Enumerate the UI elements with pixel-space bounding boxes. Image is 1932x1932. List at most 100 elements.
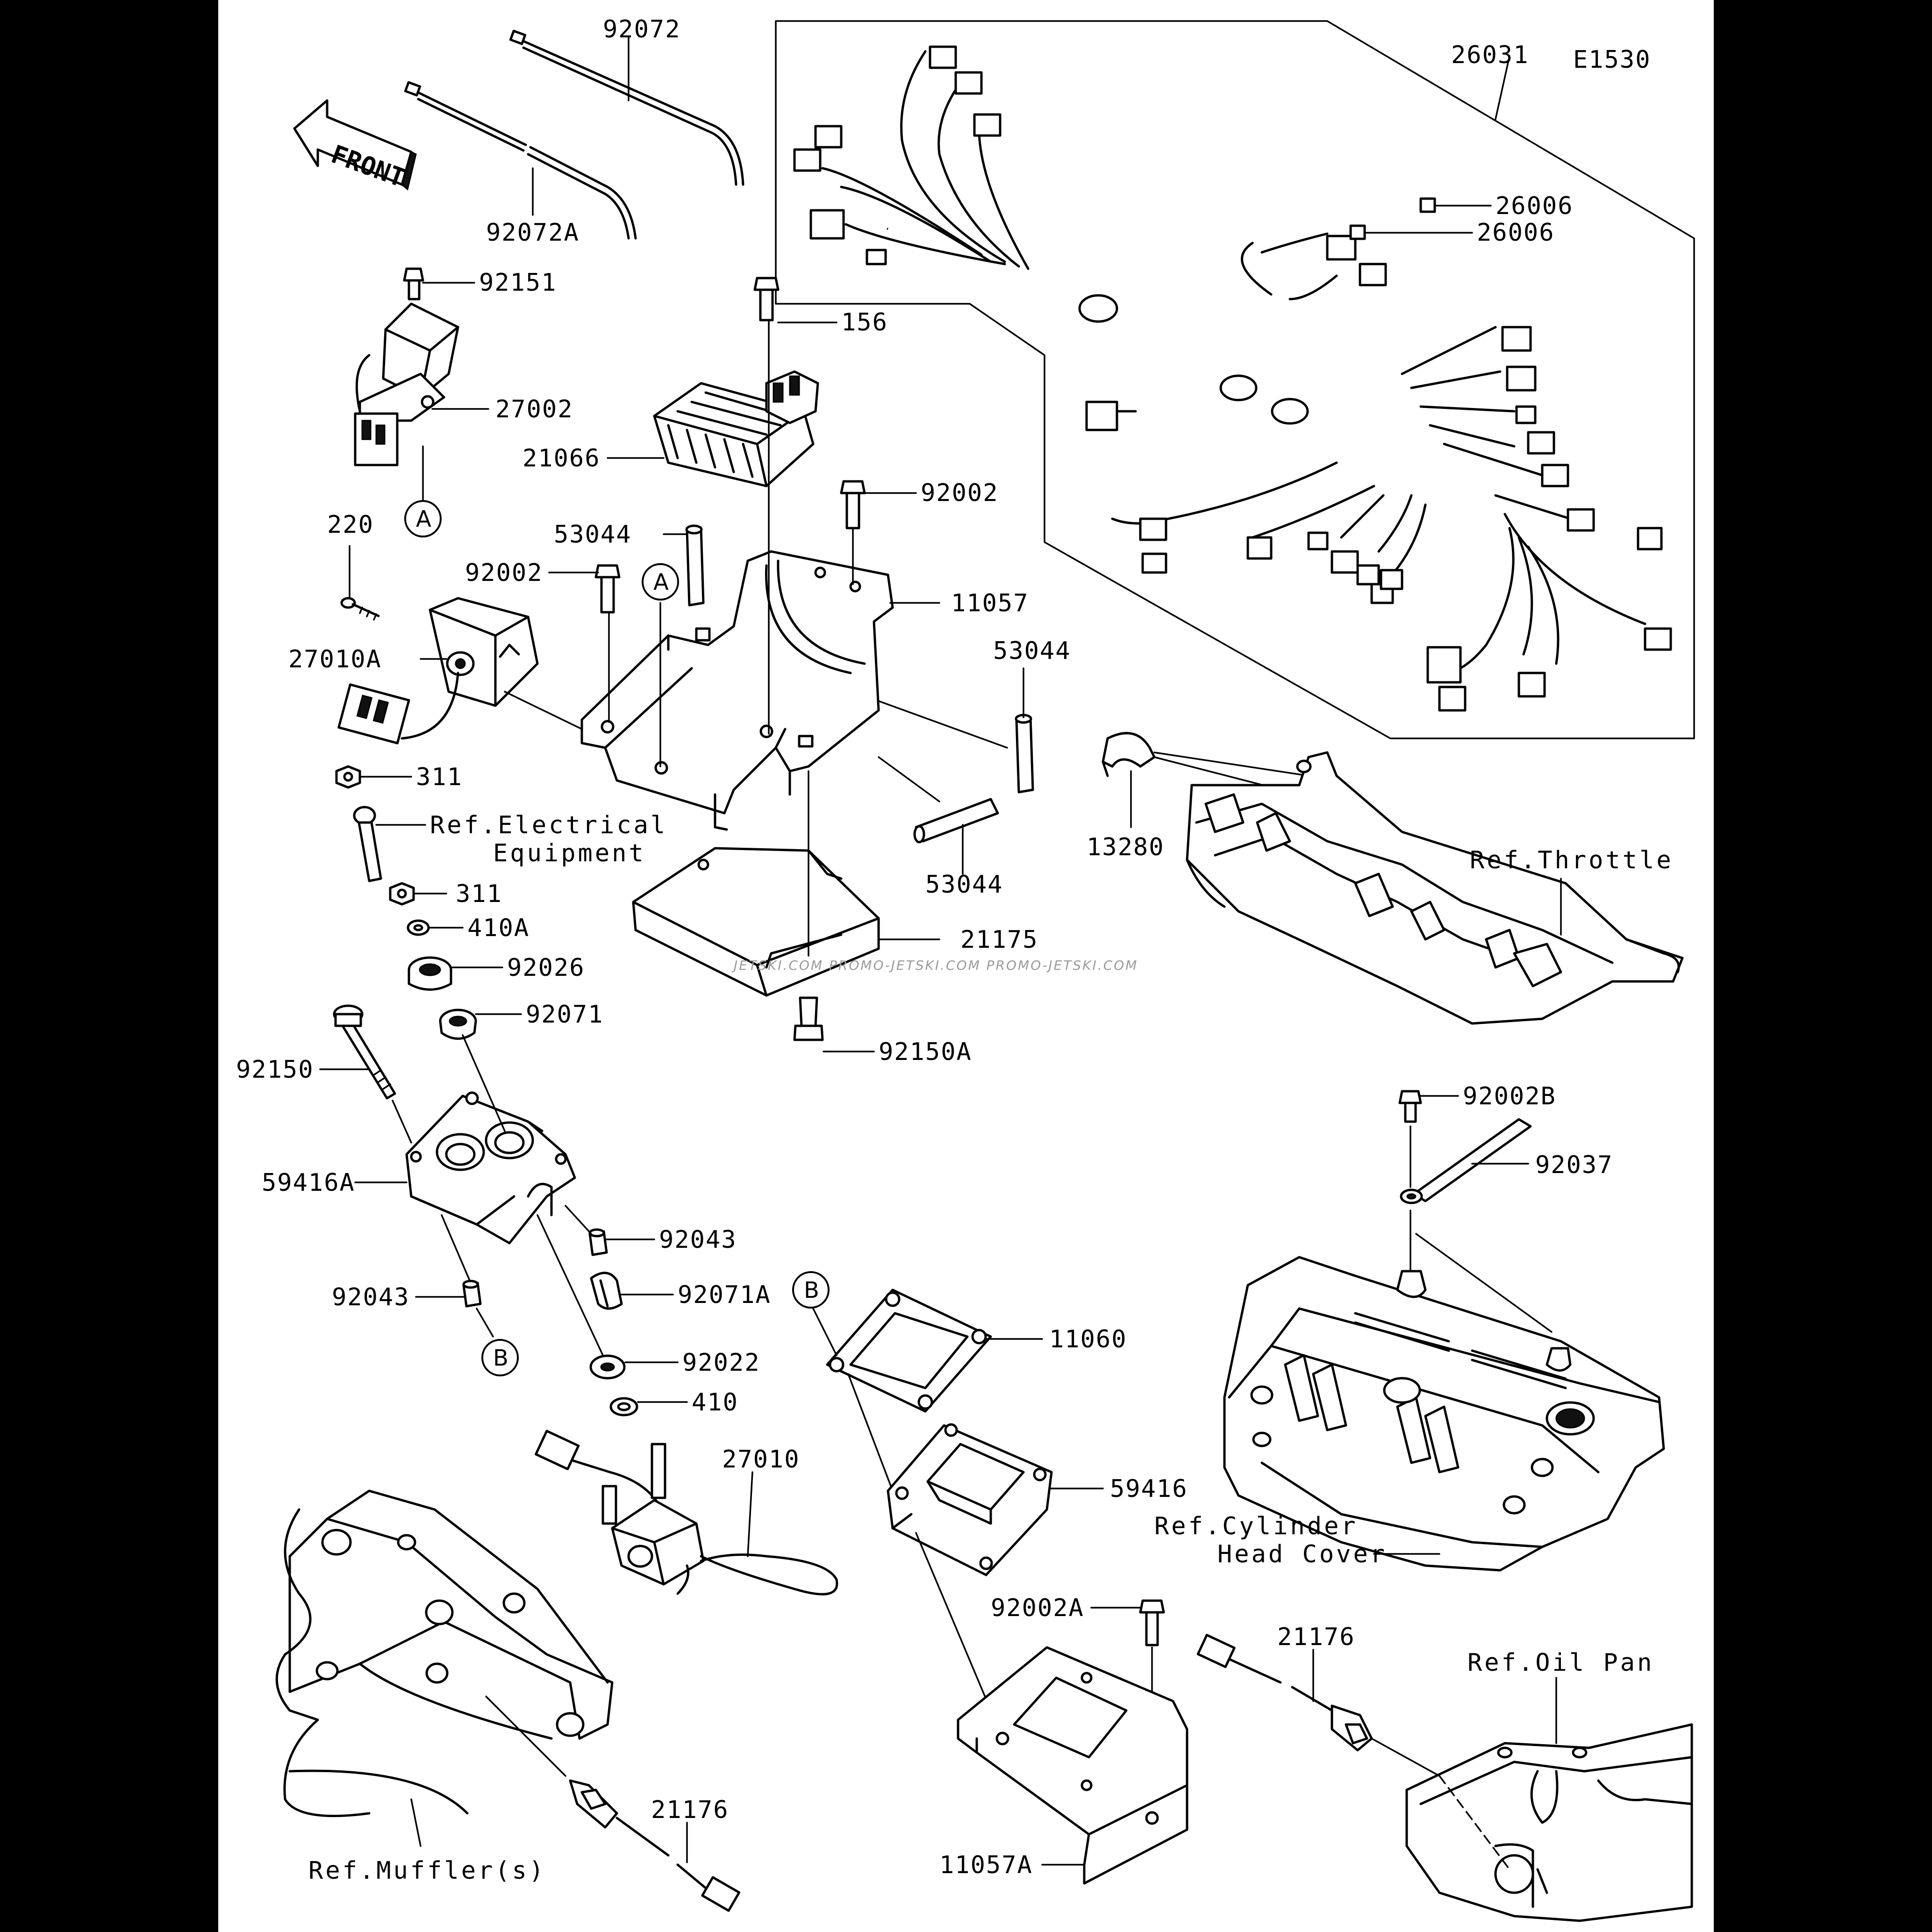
label-92151: 92151 [479,269,557,297]
cable-tie-92072 [509,29,744,186]
grommet-92071A [590,1272,623,1310]
strap-92037 [1400,1118,1532,1204]
label-410: 410 [692,1388,738,1417]
label-311-a: 311 [416,763,463,791]
washer-410 [609,1397,638,1417]
label-92026: 92026 [507,954,585,982]
label-26006-b: 26006 [1477,219,1555,247]
label-311-b: 311 [456,880,502,908]
throttle-ref [1186,751,1684,1025]
label-92150: 92150 [236,1056,314,1084]
label-26031: 26031 [1451,41,1529,69]
label-26006-a: 26006 [1496,192,1574,220]
label-21066: 21066 [522,444,601,472]
ref-cylinder-line1: Ref.Cylinder [1154,1512,1358,1540]
label-11057A: 11057A [939,1851,1033,1879]
label-220: 220 [327,511,374,539]
label-92071A: 92071A [678,1281,771,1309]
label-92002B: 92002B [1463,1082,1556,1110]
label-21176-muffler: 21176 [651,1796,729,1824]
housing-59416A [405,1091,576,1245]
regulator-21066 [653,370,819,487]
terminal-26006-a [1419,197,1436,213]
svg-text:A: A [416,506,431,532]
washer-410A [407,919,430,936]
label-92002A: 92002A [991,1594,1084,1622]
tube-53044-a [685,524,705,607]
label-59416A: 59416A [262,1169,355,1197]
sensor-21176-oil-pan [1196,1634,1373,1752]
callout-b-2: B [792,1271,830,1309]
dowel-92043-a [588,1228,608,1256]
svg-text:B: B [493,1345,508,1371]
label-92071: 92071 [526,1001,604,1029]
terminal-26006-b [1349,224,1366,240]
grommet-92071 [439,1009,477,1040]
label-59416: 59416 [1110,1475,1188,1503]
label-92043-a: 92043 [659,1226,737,1254]
grommet-92026 [408,956,452,991]
ref-cylinder-line2: Head Cover [1217,1540,1387,1568]
label-11057: 11057 [951,589,1029,617]
svg-text:A: A [653,569,669,595]
label-53044-a: 53044 [554,521,632,549]
bolt-92002A [1139,1599,1165,1646]
bolt-92151 [403,267,424,301]
cylinder-head-cover-ref [1223,1256,1665,1572]
label-92022: 92022 [682,1349,760,1377]
label-92002-b: 92002 [465,559,543,587]
bolt-156 [753,277,780,322]
washer-92022 [589,1354,626,1380]
ref-electrical-line2: Equipment [493,839,646,867]
cable-tie-92072A [404,81,637,240]
nut-311-a [335,765,361,789]
callout-a-1: A [404,500,442,537]
label-410A: 410A [467,914,530,942]
label-92043-b: 92043 [332,1283,410,1311]
label-53044-c: 53044 [925,871,1003,899]
bolt-92150A [793,996,824,1041]
bolt-92150 [333,1004,396,1100]
valve-27010 [535,1430,838,1596]
label-21176-oil-pan: 21176 [1277,1623,1355,1651]
ref-throttle: Ref.Throttle [1470,846,1674,874]
ref-muffler: Ref.Muffler(s) [308,1857,546,1885]
dowel-92043-b [462,1280,482,1308]
ref-electrical-line1: Ref.Electrical [430,811,667,839]
callout-a-2: A [642,563,679,601]
relay-27002 [354,302,459,466]
screw-220 [340,597,380,621]
label-92072: 92072 [603,15,681,43]
ecu-21175 [632,847,880,997]
label-92150A: 92150A [879,1038,972,1066]
label-13280: 13280 [1087,833,1165,861]
main-harness-26031 [793,45,1672,712]
label-92002-a: 92002 [921,479,999,507]
tube-53044-c [913,798,999,844]
label-27002: 27002 [495,395,573,423]
label-156: 156 [841,308,888,336]
ref-oil-pan: Ref.Oil Pan [1467,1649,1654,1677]
label-92037: 92037 [1535,1151,1613,1179]
label-27010A: 27010A [288,645,382,673]
svg-text:B: B [804,1277,819,1303]
label-53044-b: 53044 [993,637,1071,665]
harness-bounding-box [775,20,1695,739]
gasket-11060 [826,1288,992,1413]
terminal-electrical-ref [353,806,382,882]
sensor-21176-muffler [569,1779,741,1912]
diagram-code: E1530 [1573,46,1651,74]
label-27010: 27010 [722,1445,800,1474]
callout-b-1: B [481,1339,519,1376]
muffler-ref [275,1489,614,1818]
nut-311-b [389,882,415,906]
switch-27010A [337,597,539,744]
oil-pan-ref [1405,1723,1693,1922]
label-21175: 21175 [960,926,1038,954]
watermark: JETSKI.COM PROMO-JETSKI.COM PROMO-JETSKI… [731,958,1138,973]
tube-53044-b [1015,714,1034,794]
bracket-11057A [957,1646,1188,1885]
bolt-92002B [1398,1090,1422,1123]
